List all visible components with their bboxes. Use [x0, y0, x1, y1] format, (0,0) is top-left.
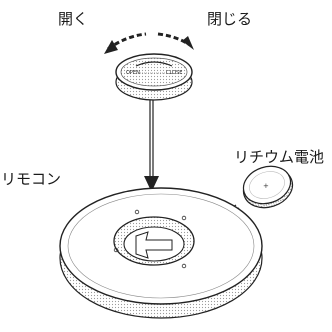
rotate-close-arrow — [157, 32, 194, 50]
cover-close-mark: CLOSE — [166, 70, 182, 76]
label-remote: リモコン — [1, 170, 62, 188]
lithium-battery: + — [242, 165, 294, 209]
label-battery: リチウム電池 — [234, 148, 325, 166]
down-arrow — [144, 100, 159, 192]
battery-cover: OPEN CLOSE — [115, 53, 193, 101]
label-open: 開く — [58, 10, 89, 28]
cover-open-mark: OPEN — [126, 70, 140, 76]
rotate-open-arrow — [104, 32, 147, 54]
label-close: 閉じる — [207, 10, 253, 28]
remote-control — [59, 187, 263, 319]
battery-plus-mark: + — [263, 182, 269, 190]
